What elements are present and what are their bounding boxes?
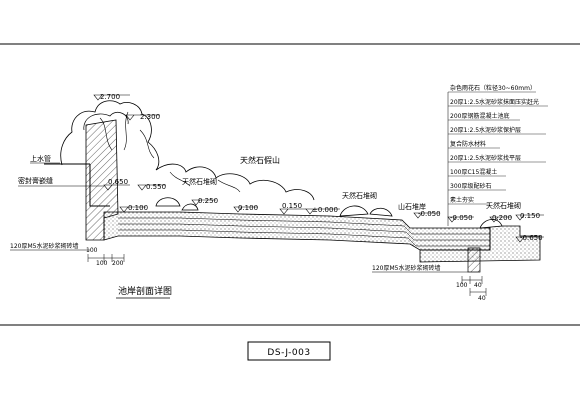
- stone-stack-mid: [339, 205, 393, 217]
- elev-neg0050-a: -0.050: [418, 210, 441, 218]
- elevation-markers: [93, 94, 544, 243]
- drawing-code-box: [247, 341, 331, 361]
- elev-neg0050-b: -0.050: [450, 214, 473, 222]
- label-stone-stack-3: 天然石堆砌: [486, 201, 521, 210]
- dim-100-a: 100: [86, 247, 98, 254]
- layer-item: 20厚1:2.5水泥砂浆抹面压实赶光: [450, 98, 539, 106]
- elev-0550: 0.550: [146, 183, 166, 191]
- pond-layer-lines: [118, 217, 490, 247]
- dim-200: 200: [112, 260, 124, 267]
- elev-2700: 2.700: [100, 93, 120, 101]
- elev-neg0650: -0.650: [520, 234, 543, 242]
- layer-item: 20厚1:2.5水泥砂浆找平层: [450, 154, 521, 162]
- layer-item: 复合防水材料: [450, 140, 486, 148]
- layer-list: 杂色雨花石（粒径30~60mm） 20厚1:2.5水泥砂浆抹面压实赶光 200厚…: [448, 84, 548, 205]
- label-rock-revetment: 山石堆岸: [398, 202, 426, 211]
- dim-100-c: 100: [456, 282, 468, 289]
- layer-item: 300厚级配砂石: [450, 182, 491, 190]
- dim-40-b: 40: [478, 295, 486, 302]
- layer-item: 20厚1:2.5水泥砂浆保护层: [450, 126, 521, 134]
- elev-0200: 0.200: [492, 214, 512, 222]
- label-brick-wall-left: 120厚M5水泥砂浆砌砖墙: [10, 242, 78, 250]
- left-wall-stone-cap: [83, 112, 129, 131]
- drawing-code: DS-J-003: [267, 348, 310, 358]
- rockery-outline: [60, 100, 315, 201]
- layer-item: 100厚C15混凝土: [450, 168, 497, 176]
- layer-item: 素土夯实: [450, 196, 474, 204]
- label-rockery: 天然石假山: [240, 155, 280, 165]
- elev-2300: 2.300: [140, 113, 160, 121]
- elev-0100-b: 0.100: [238, 204, 258, 212]
- label-water-pipe: 上水管: [30, 154, 51, 163]
- dim-100-b: 100: [96, 260, 108, 267]
- right-step-wall: [419, 225, 541, 263]
- stone-stack-left: [155, 197, 199, 211]
- drawing-title: 池岸剖面详图: [118, 285, 172, 297]
- right-hatched-wall: [467, 247, 481, 273]
- label-stone-stack-1: 天然石堆砌: [182, 177, 217, 186]
- dimension-lines: [87, 254, 487, 296]
- layer-item: 200厚钢筋混凝土池底: [450, 112, 509, 120]
- label-stone-stack-2: 天然石堆砌: [342, 191, 377, 200]
- label-sealant: 密封膏嵌缝: [18, 176, 53, 185]
- layer-item: 杂色雨花石（粒径30~60mm）: [450, 84, 536, 92]
- water-pipe: [44, 163, 110, 207]
- elev-0150-a: 0.150: [282, 202, 302, 210]
- elev-0000: ±0.000: [312, 206, 338, 214]
- stone-stack-right: [479, 219, 503, 229]
- elev-0100-a: 0.100: [128, 204, 148, 212]
- dim-40-a: 40: [474, 282, 482, 289]
- elev-0150-b: 0.150: [520, 212, 540, 220]
- label-brick-wall-right: 120厚M5水泥砂浆砌砖墙: [372, 264, 440, 272]
- elev-0650-left: 0.650: [108, 178, 128, 186]
- elev-0250: 0.250: [198, 197, 218, 205]
